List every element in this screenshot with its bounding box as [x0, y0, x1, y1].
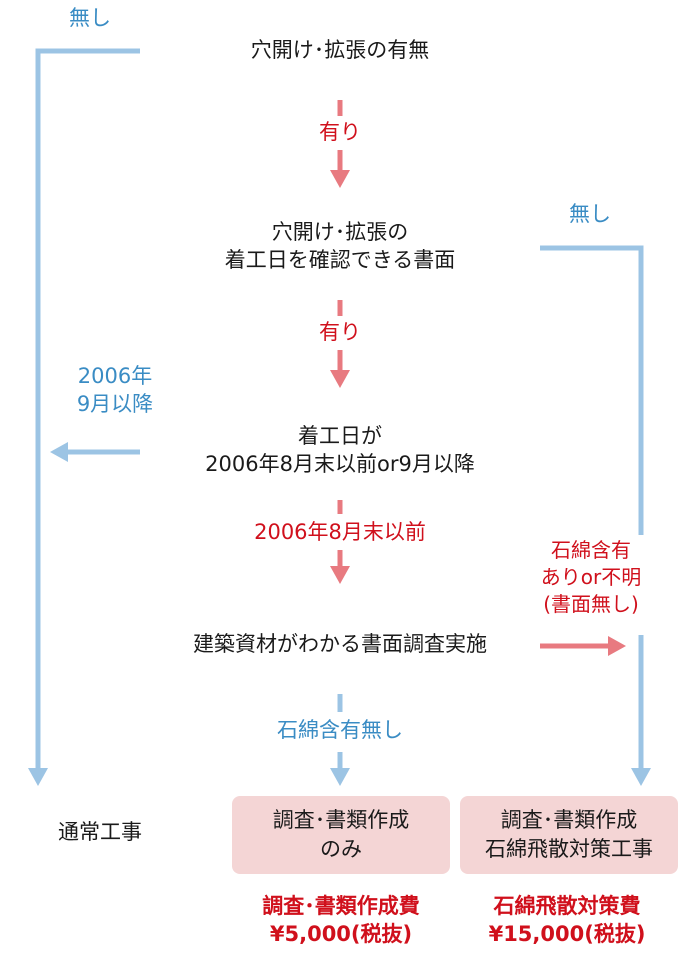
label-before-2006-aug: 2006年8月末以前 — [254, 520, 426, 544]
left-down-arrowhead — [28, 768, 48, 786]
question-start-date-period: 着工日が 2006年8月末以前or9月以降 — [140, 422, 540, 479]
after-arrowhead — [50, 442, 68, 462]
cost-measures-label: 石綿飛散対策費 — [493, 894, 641, 918]
cost-measures: 石綿飛散対策費 ¥15,000(税抜) — [454, 892, 680, 949]
label-no-hole: 無し — [69, 6, 111, 30]
label-asbestos-present: 石綿含有 ありor不明 (書面無し) — [508, 537, 674, 618]
label-no-asbestos: 石綿含有無し — [277, 718, 403, 742]
right-down-arrowhead — [631, 768, 651, 786]
cost-measures-price: ¥15,000(税抜) — [488, 922, 646, 947]
asbestos-arrowhead — [608, 636, 626, 656]
cost-survey-price: ¥5,000(税抜) — [269, 922, 413, 947]
normal-work-label: 通常工事 — [58, 820, 142, 844]
right-no-path — [540, 245, 644, 770]
question-start-date-line2: 着工日を確認できる書面 — [224, 248, 456, 273]
label-asbestos-line2: ありor不明 — [540, 565, 642, 589]
question-start-date-document: 穴開け･拡張の 着工日を確認できる書面 — [140, 218, 540, 275]
label-after-line2: 9月以降 — [76, 392, 154, 417]
label-after-line1: 2006年 — [77, 364, 153, 388]
before-arrowhead — [330, 566, 350, 584]
label-yes-hole: 有り — [319, 120, 361, 144]
document-survey-step: 建築資材がわかる書面調査実施 — [193, 632, 487, 656]
label-after-2006-sep: 2006年 9月以降 — [40, 362, 190, 419]
cost-survey-label: 調査･書類作成費 — [262, 894, 420, 918]
left-no-path — [35, 48, 140, 770]
cost-survey: 調査･書類作成費 ¥5,000(税抜) — [226, 892, 456, 949]
label-no-document: 無し — [569, 202, 611, 226]
no-asbestos-arrowhead — [330, 768, 350, 786]
box-survey-and-measures: 調査･書類作成 石綿飛散対策工事 — [460, 796, 678, 874]
box-survey-only-line2: のみ — [320, 837, 362, 861]
question-start-date-line1: 穴開け･拡張の — [271, 220, 409, 244]
yes1-arrowhead — [330, 170, 350, 188]
label-asbestos-line3: (書面無し) — [543, 592, 639, 616]
box-measures-line1: 調査･書類作成 — [500, 807, 638, 832]
question-period-line2: 2006年8月末以前or9月以降 — [205, 452, 475, 477]
box-survey-only: 調査･書類作成 のみ — [232, 796, 450, 874]
yes2-arrowhead — [330, 370, 350, 388]
question-hole-expansion: 穴開け･拡張の有無 — [250, 38, 430, 62]
box-measures-line2: 石綿飛散対策工事 — [485, 837, 653, 861]
label-asbestos-line1: 石綿含有 — [551, 538, 631, 562]
box-survey-only-line1: 調査･書類作成 — [272, 807, 410, 832]
question-period-line1: 着工日が — [298, 424, 382, 448]
label-yes-document: 有り — [319, 320, 361, 344]
